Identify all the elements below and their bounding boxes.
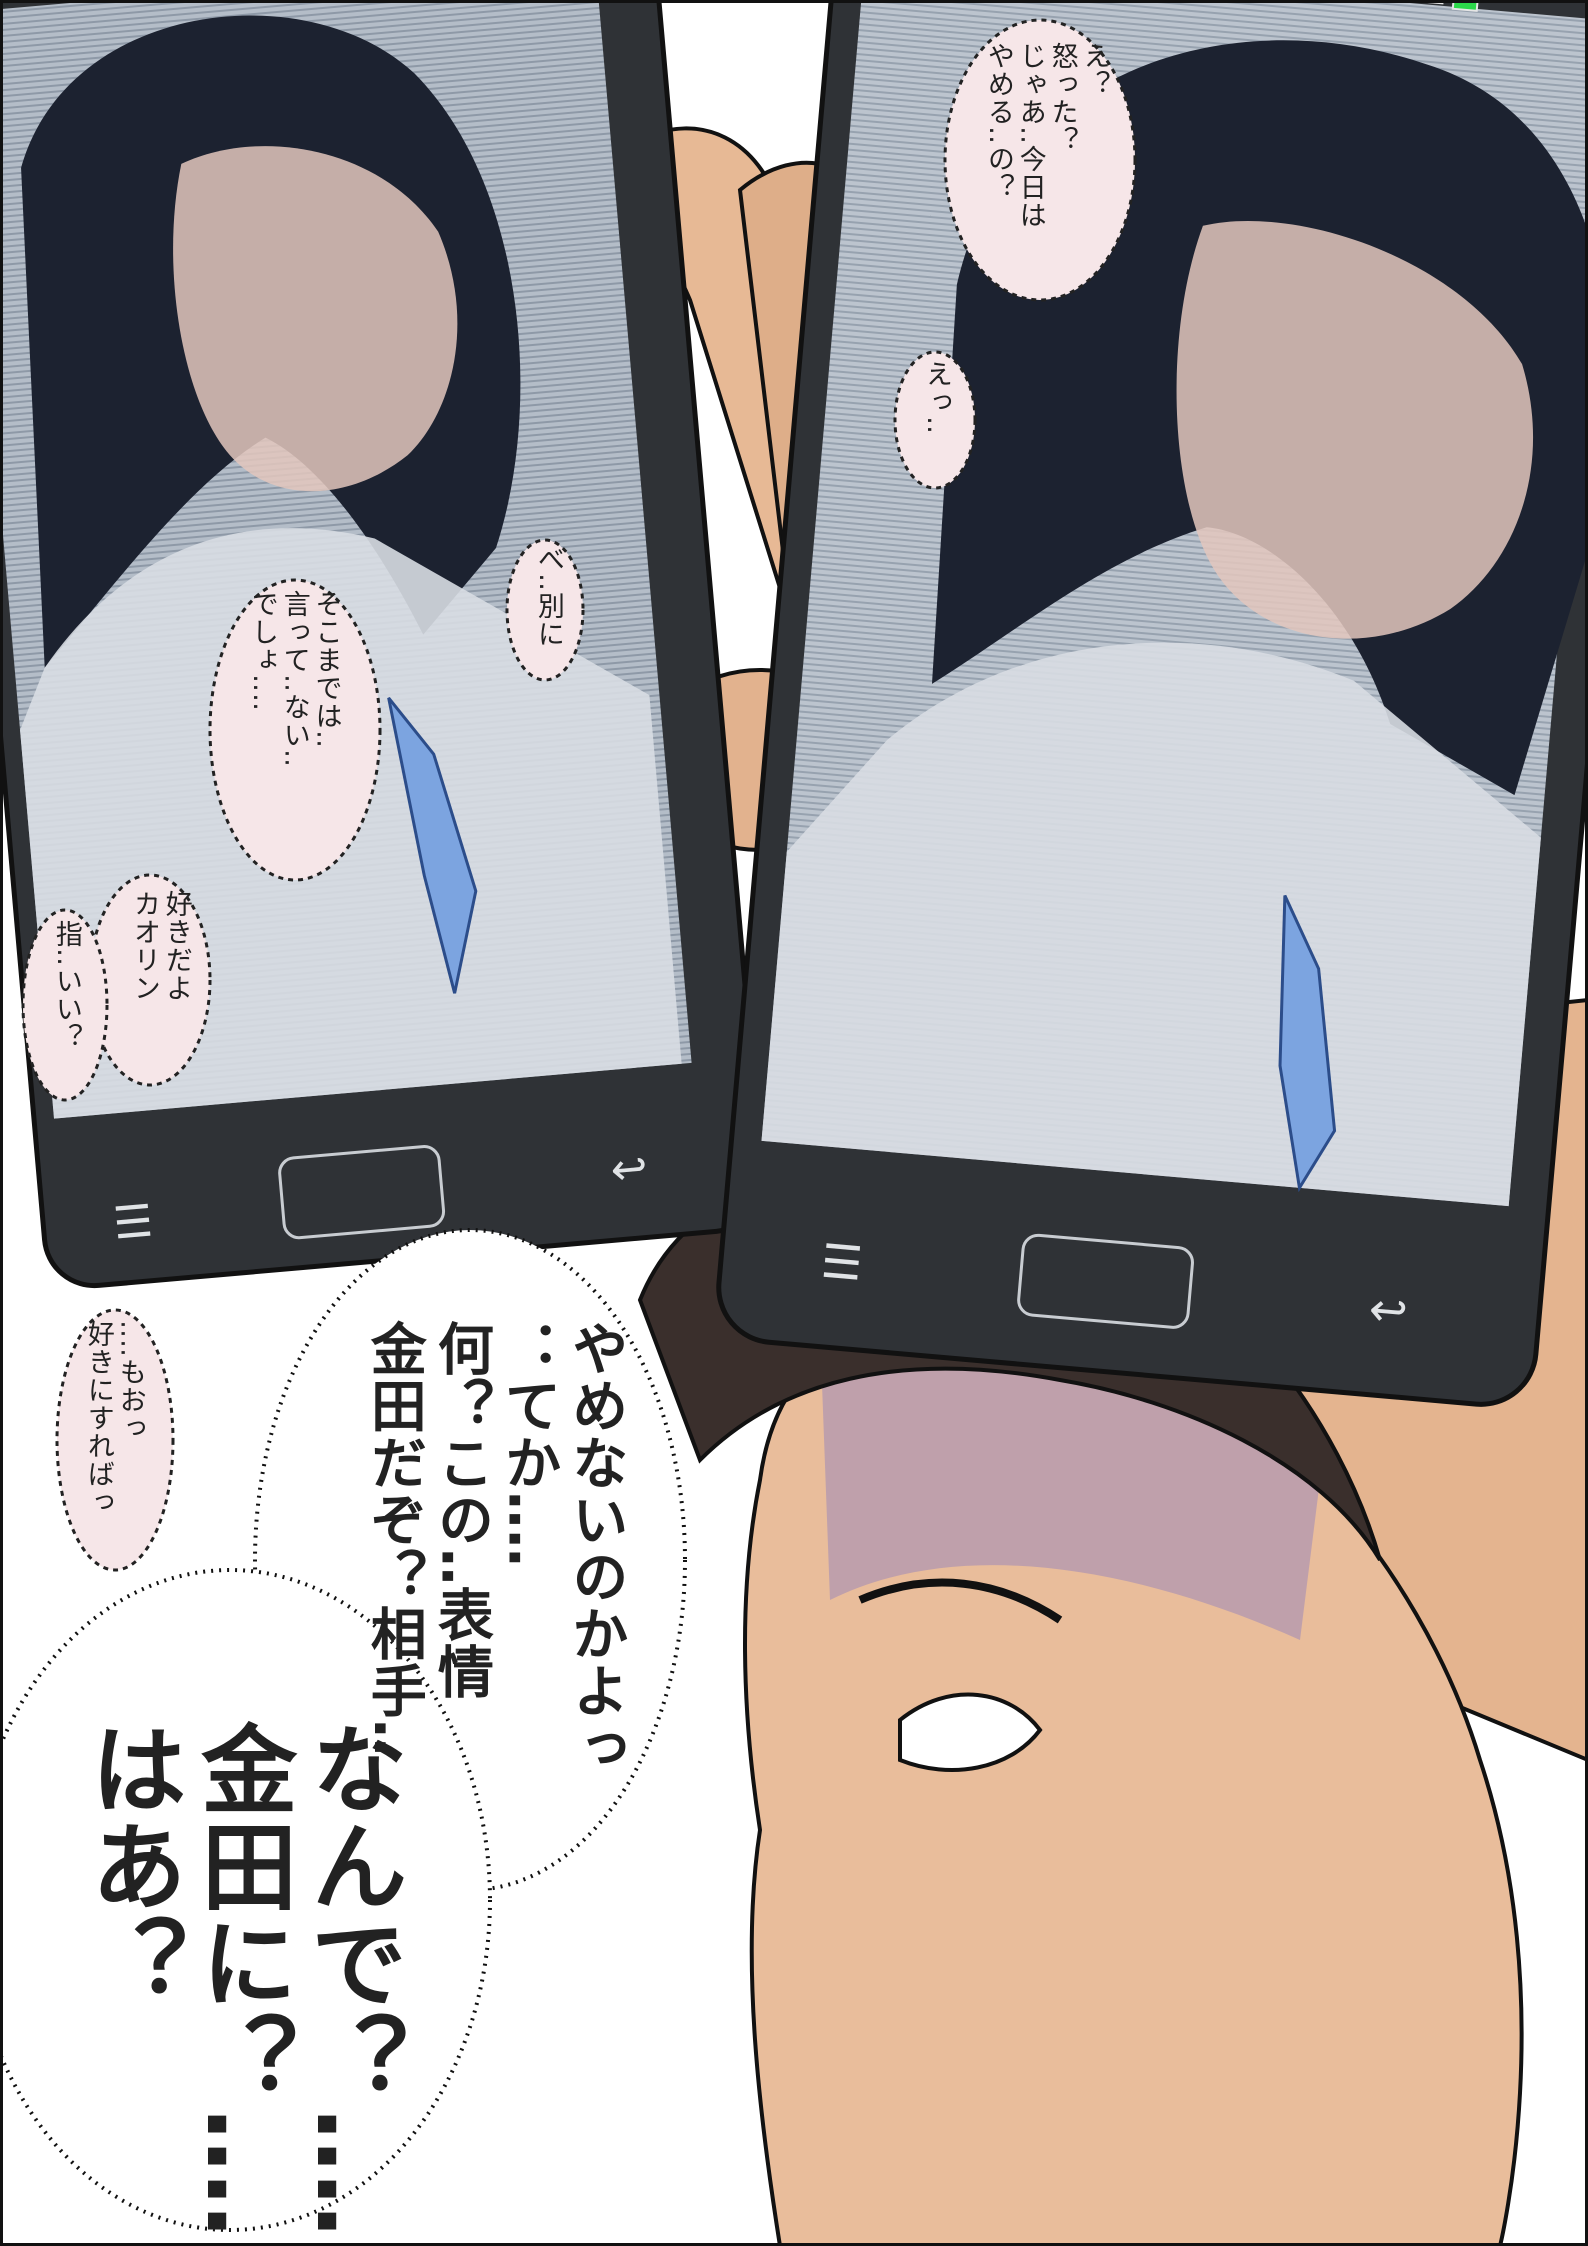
svg-text:☰: ☰ (819, 1234, 865, 1291)
boy-eye (898, 1692, 1043, 1772)
speech-below-left: ‥‥もおっ 好きにすればっ (82, 1320, 146, 1516)
boy-brow (858, 1578, 1063, 1624)
speech-phone-left-d: 指‥いい？ (50, 920, 82, 1052)
speech-phone-right-top: え？ 怒った？ じゃあ‥今日は やめる‥の？ (982, 42, 1110, 230)
boy-thought-2: なんで？‥‥ 金田に？‥‥ はあ？ (74, 1720, 408, 2239)
speech-phone-left-b: そこまでは‥ 言って‥ない‥ でしょ‥‥ (246, 590, 342, 769)
svg-text:↩: ↩ (1367, 1282, 1410, 1339)
bubble-phone-right-top (943, 18, 1137, 302)
bubble-phone-left-b (208, 578, 382, 882)
bubble-phone-left-d (21, 908, 109, 1102)
svg-text:☰: ☰ (111, 1196, 155, 1250)
bubble-shapes (21, 18, 1137, 1572)
svg-text:↩: ↩ (608, 1142, 649, 1196)
speech-phone-left-c: 好きだよ カオリン (128, 890, 192, 1002)
bubble-phone-left-a (505, 538, 585, 682)
boy-thought-1: やめないのかよっ ：てか‥‥ 何？この‥表情 金田だぞ？相手‥ (361, 1320, 628, 1776)
bubble-boy-thought-2-body (0, 1568, 492, 2232)
speech-phone-right-mid: えっ‥ (920, 360, 952, 436)
bubble-phone-right-mid (893, 350, 977, 490)
bubble-below-left (55, 1308, 175, 1572)
speech-phone-left-a: べ‥別に (532, 545, 564, 649)
